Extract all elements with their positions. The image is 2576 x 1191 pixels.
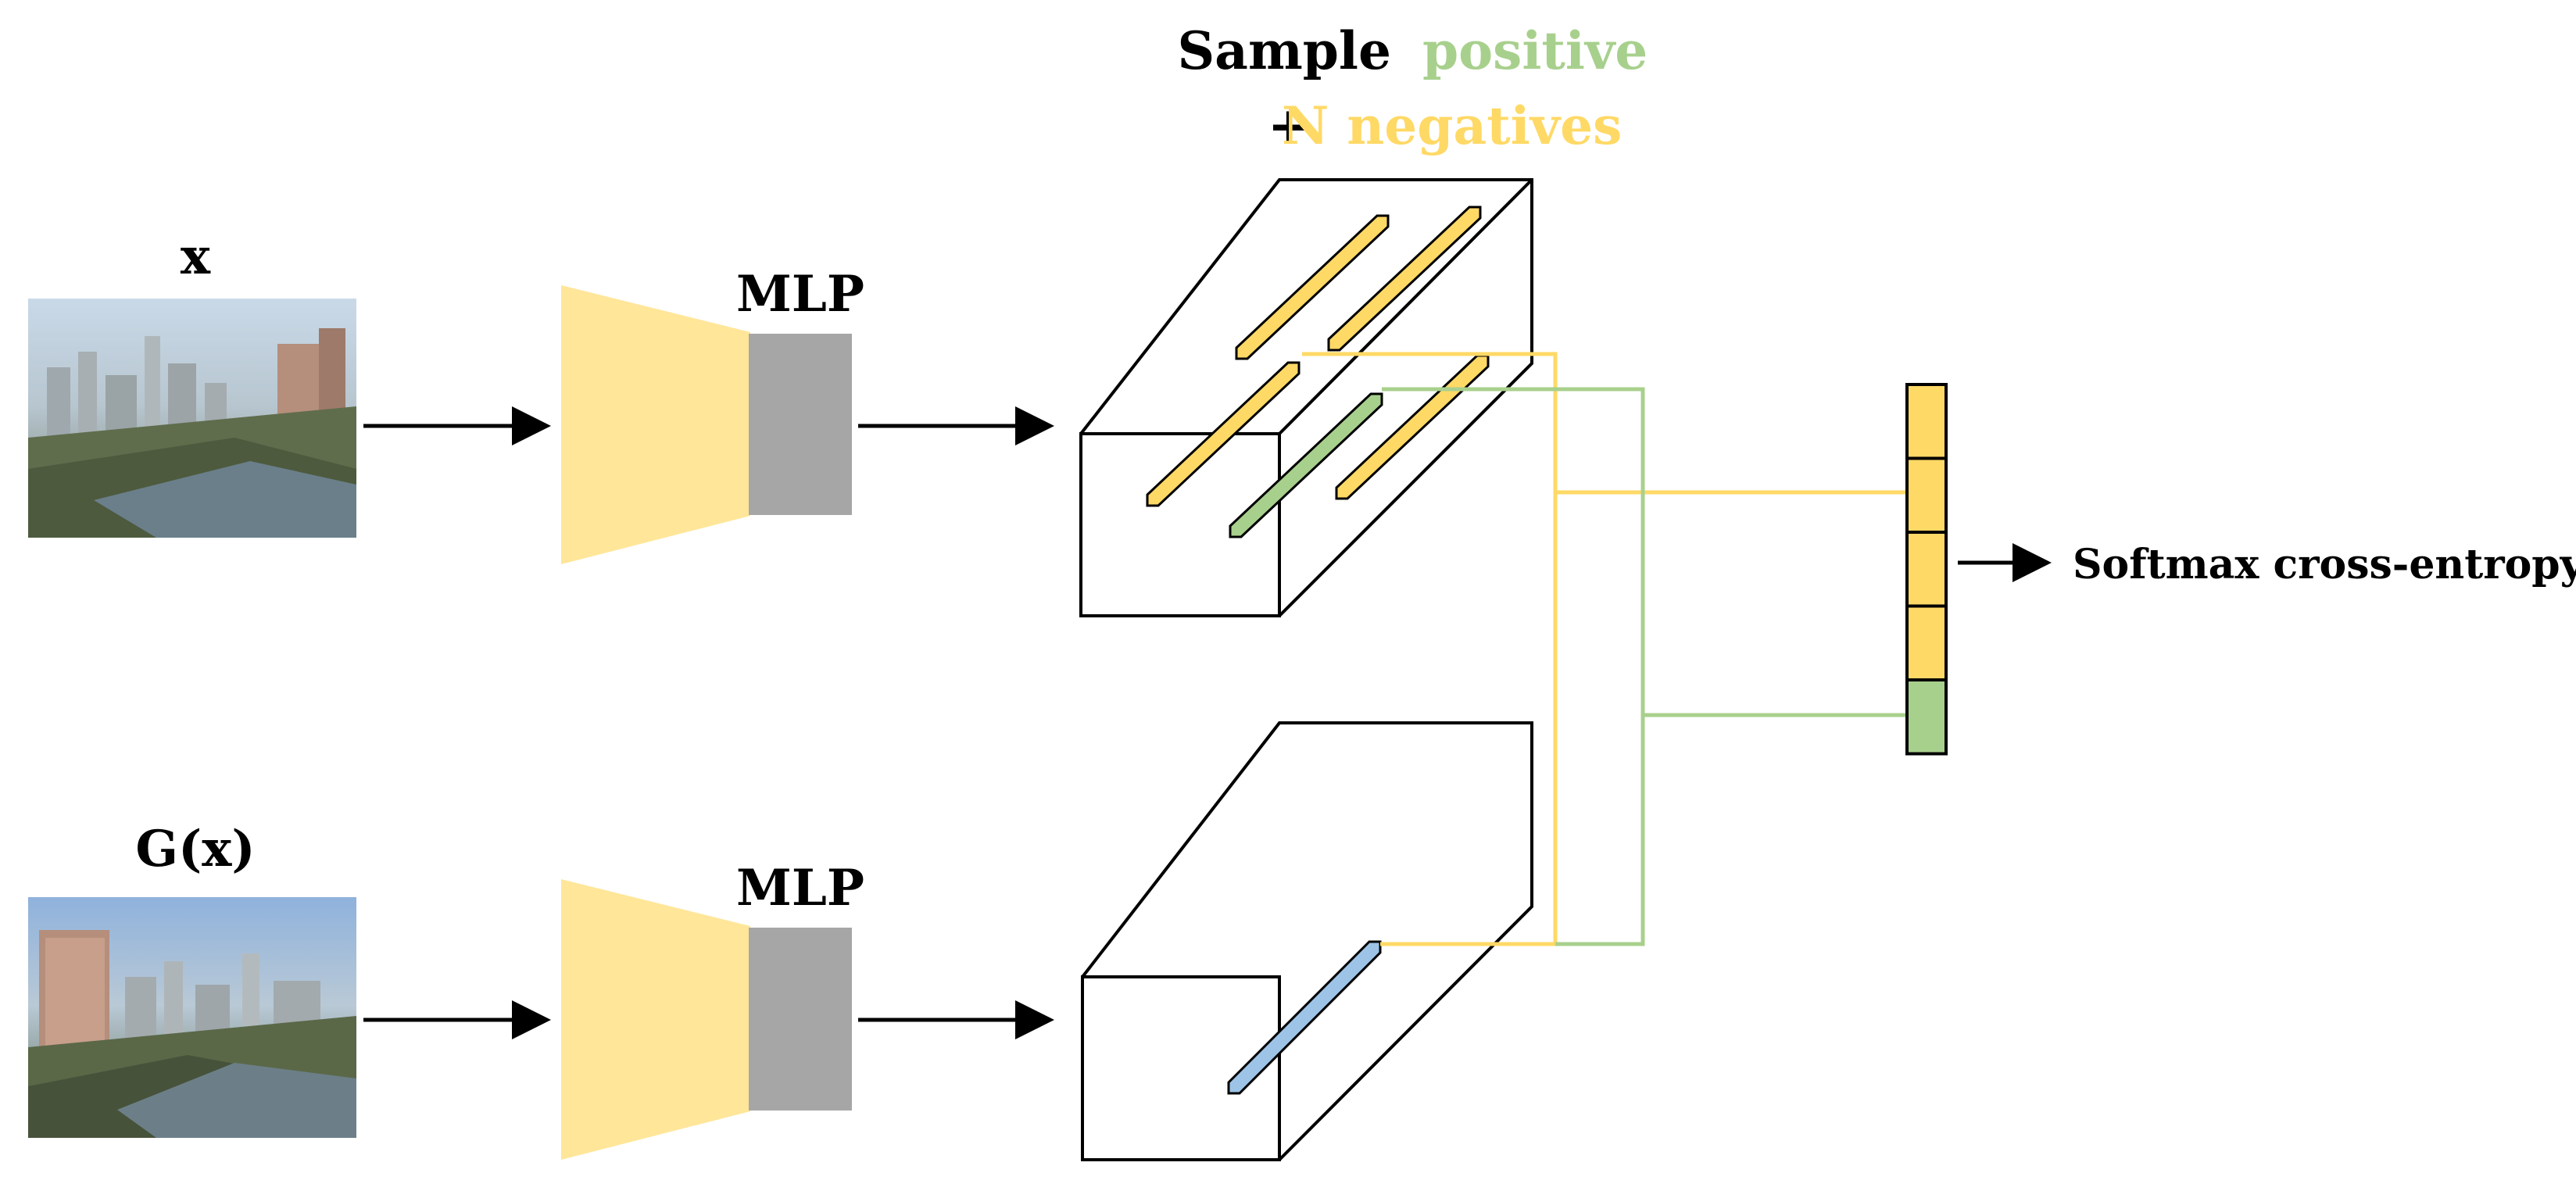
mlp-block-bottom	[749, 928, 852, 1111]
vector-cell-negative	[1905, 531, 1948, 608]
loss-label: Softmax cross-entropy	[2073, 541, 2576, 588]
vector-cell-negative	[1905, 383, 1948, 460]
vector-cell-negative	[1905, 604, 1948, 681]
input-label-x: x	[181, 227, 211, 286]
connector-negative	[1302, 352, 1558, 946]
vector-cell-negative	[1905, 456, 1948, 534]
query-rod	[1227, 940, 1382, 1095]
output-logits-vector	[1905, 383, 1948, 756]
title-negatives: N negatives	[1282, 95, 1622, 156]
title-sample: Sample	[1178, 20, 1391, 81]
input-image-x	[28, 299, 356, 538]
negative-sample-rods	[1146, 206, 1490, 507]
mlp-label-top: MLP	[736, 265, 864, 324]
feature-volume-top	[1079, 178, 1533, 617]
vector-cell-positive	[1905, 678, 1948, 756]
encoder-top	[561, 285, 750, 564]
feature-volume-bottom	[1081, 721, 1533, 1161]
input-image-gx	[28, 897, 356, 1138]
connector-positive	[1382, 387, 1645, 946]
mlp-block-top	[749, 334, 852, 515]
mlp-label-bottom: MLP	[736, 859, 864, 917]
encoder-bottom	[561, 879, 750, 1160]
input-label-gx: G(x)	[135, 820, 255, 878]
positive-sample-rod	[1229, 392, 1383, 538]
title-plus: +	[1268, 95, 1311, 156]
title-positive: positive	[1422, 20, 1648, 81]
